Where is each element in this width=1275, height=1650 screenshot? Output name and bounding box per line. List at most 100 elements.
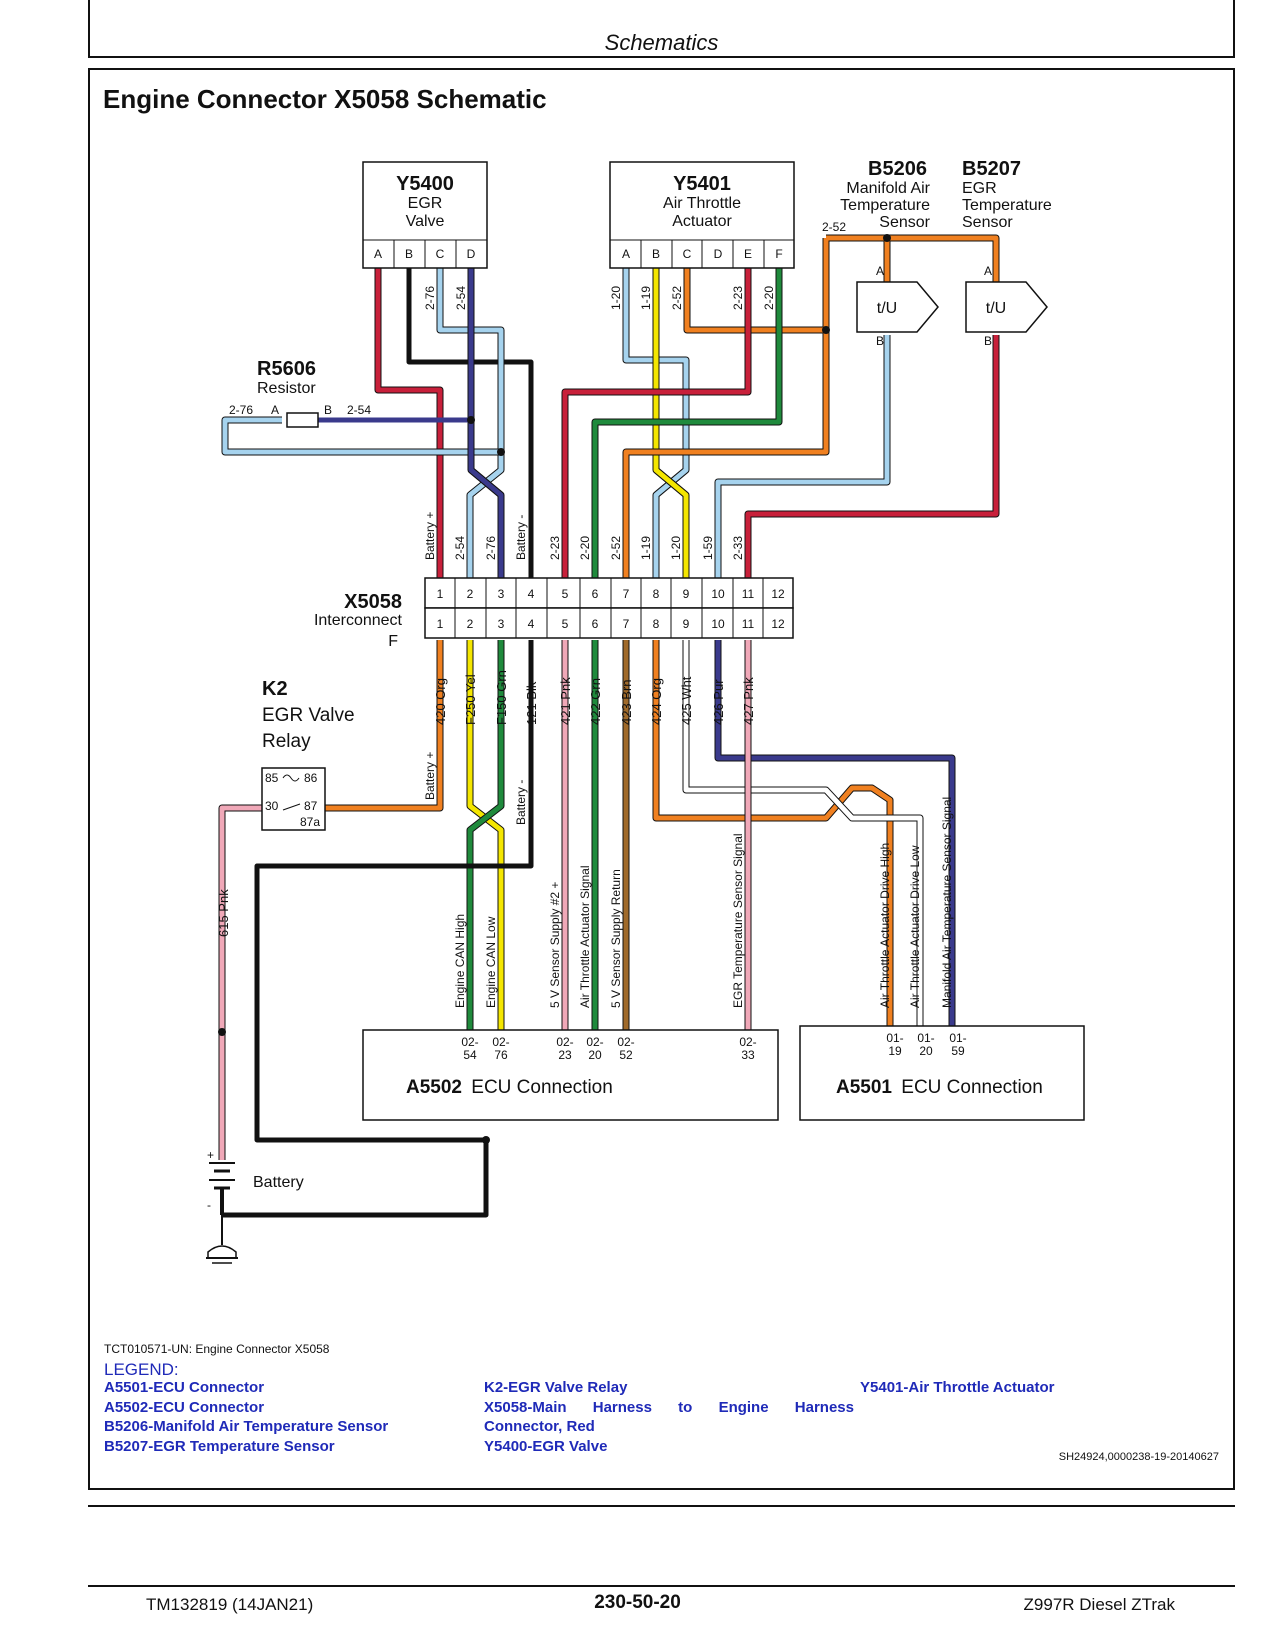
svg-text:A5502 ECU Connection: A5502 ECU Connection	[406, 1077, 613, 1098]
legend-item: B5207-EGR Temperature Sensor	[104, 1437, 335, 1455]
svg-text:8: 8	[653, 617, 660, 631]
svg-text:11: 11	[742, 587, 755, 601]
b5207-symbol: t/U	[986, 300, 1006, 317]
y5400-pin: C	[436, 247, 445, 261]
svg-text:4: 4	[528, 617, 535, 631]
wire-y5400-a-red	[374, 268, 444, 580]
legend-item: K2-EGR Valve Relay	[484, 1379, 628, 1396]
svg-text:1-19: 1-19	[639, 536, 653, 560]
wire-425-white	[682, 640, 924, 1030]
k2-ref: K2	[262, 678, 288, 700]
r5606-pin-b: B	[324, 403, 332, 417]
svg-text:Air Throttle Actuator Drive Lo: Air Throttle Actuator Drive Low	[908, 845, 922, 1008]
r5606-pin-a: A	[271, 403, 279, 417]
legend-item: Connector, Red	[484, 1418, 595, 1435]
wire-y5401-b-yellow	[652, 268, 690, 580]
svg-text:1-59: 1-59	[701, 536, 715, 560]
svg-text:-: -	[207, 1198, 211, 1212]
wire-y5400-d-navy	[318, 268, 505, 580]
y5401-pin: E	[744, 247, 752, 261]
svg-text:85: 85	[265, 771, 279, 785]
svg-text:2-23: 2-23	[548, 536, 562, 560]
a5502-pin: 02-54	[461, 1035, 478, 1062]
svg-text:A5501 ECU Connection: A5501 ECU Connection	[836, 1077, 1043, 1098]
b5206-name-3: Sensor	[879, 214, 930, 231]
svg-text:425 Wht: 425 Wht	[679, 676, 694, 725]
svg-text:9: 9	[683, 617, 690, 631]
svg-text:6: 6	[592, 587, 599, 601]
svg-text:F150 Grn: F150 Grn	[494, 670, 509, 725]
y5400-ref: Y5400	[396, 173, 454, 195]
b5206-name-2: Temperature	[840, 197, 930, 214]
b5207-name-1: EGR	[962, 180, 997, 197]
x5058-bottom-labels: 420 Org F250 Yel F150 Grn 121 Blk 421 Pn…	[216, 670, 756, 937]
x5058-connector: 1 2 3 4 5 6 7 8 9 10 11 12 1 2 3 4 5 6 7…	[314, 577, 794, 650]
a5501-name: ECU Connection	[901, 1077, 1043, 1098]
svg-text:Air Throttle Actuator Signal: Air Throttle Actuator Signal	[578, 865, 592, 1008]
wire-y5401-f-green	[591, 268, 783, 580]
y5401-pin: D	[714, 247, 723, 261]
y5401-pin: B	[652, 247, 660, 261]
a5501-pin: 01-19	[886, 1031, 903, 1058]
y5400-wire-label: 2-76	[423, 286, 437, 310]
legend-item: Y5401-Air Throttle Actuator	[860, 1379, 1055, 1396]
b5206-name-1: Manifold Air	[846, 180, 930, 197]
r5606-name: Resistor	[257, 380, 316, 397]
footer-page-number: 230-50-20	[594, 1592, 681, 1613]
a5502-signal-labels: Engine CAN High Engine CAN Low 5 V Senso…	[453, 833, 745, 1008]
legend-item: X5058-Main Harness to Engine Harness	[484, 1398, 854, 1416]
y5400-component: Y5400 EGR Valve A B C D 2-76 2-54	[362, 161, 488, 310]
a5502-pin: 02-33	[739, 1035, 756, 1062]
svg-text:10: 10	[711, 587, 725, 601]
b5207-ref: B5207	[962, 158, 1021, 180]
page-title: Engine Connector X5058 Schematic	[103, 84, 547, 114]
figure-frame	[88, 68, 1235, 1490]
wire-615-pink	[218, 804, 262, 1160]
k2-name-1: EGR Valve	[262, 705, 355, 726]
a5502-pin: 02-20	[586, 1035, 603, 1062]
b5206-wire-label: 2-52	[822, 220, 846, 234]
figure-id: SH24924,0000238-19-20140627	[1058, 1451, 1219, 1463]
a5502-pin: 02-76	[492, 1035, 509, 1062]
ground-icon	[206, 1215, 238, 1264]
legend-item: A5502-ECU Connector	[104, 1398, 265, 1416]
splice-dots	[218, 234, 891, 1144]
r5606-ref: R5606	[257, 358, 316, 380]
y5400-name-1: EGR	[408, 195, 443, 212]
svg-text:Engine CAN Low: Engine CAN Low	[484, 916, 498, 1008]
y5401-wire-label: 1-19	[639, 286, 653, 310]
svg-text:Manifold Air Temperature Senso: Manifold Air Temperature Sensor Signal	[940, 797, 954, 1008]
b5206-pin-b: B	[876, 334, 884, 348]
b5207-component: B5207 EGR Temperature Sensor A t/U B	[962, 158, 1052, 348]
wire-f150-green	[466, 640, 505, 1030]
svg-text:5 V Sensor Supply Return: 5 V Sensor Supply Return	[609, 869, 623, 1008]
x5058-top-labels: Battery + 2-54 2-76 Battery - 2-23 2-20 …	[423, 512, 745, 560]
y5401-pin: A	[622, 247, 630, 261]
footer-model: Z997R Diesel ZTrak	[1023, 1595, 1175, 1614]
legend-heading: LEGEND:	[104, 1360, 179, 1379]
a5502-ref: A5502	[406, 1077, 462, 1098]
svg-text:10: 10	[711, 617, 725, 631]
svg-text:Battery +: Battery +	[423, 512, 437, 560]
a5501-signal-labels: Air Throttle Actuator Drive High Air Thr…	[878, 797, 954, 1008]
a5501-pin: 01-59	[949, 1031, 966, 1058]
relay-wire-label: 615 Pnk	[216, 889, 231, 937]
legend-column-3: Y5401-Air Throttle Actuator	[860, 1378, 1054, 1398]
svg-text:EGR Temperature Sensor Signal: EGR Temperature Sensor Signal	[731, 833, 745, 1008]
svg-text:1: 1	[437, 617, 444, 631]
svg-text:3: 3	[498, 587, 505, 601]
svg-text:Engine CAN High: Engine CAN High	[453, 914, 467, 1008]
wire-y5401-c-orange	[622, 234, 1000, 580]
svg-text:2-20: 2-20	[578, 536, 592, 560]
svg-text:5: 5	[562, 617, 569, 631]
x5058-name: Interconnect	[314, 612, 403, 629]
svg-text:Air Throttle Actuator Drive Hi: Air Throttle Actuator Drive High	[878, 843, 892, 1008]
svg-text:F250 Yel: F250 Yel	[463, 674, 478, 725]
legend-column-1: A5501-ECU Connector A5502-ECU Connector …	[104, 1378, 388, 1456]
svg-text:5: 5	[562, 587, 569, 601]
b5206-component: B5206 Manifold Air Temperature Sensor 2-…	[822, 158, 939, 348]
footer-manual-id: TM132819 (14JAN21)	[146, 1595, 314, 1614]
r5606-component: R5606 Resistor 2-76 A B 2-54	[229, 358, 371, 428]
header-frame: Schematics	[88, 0, 1235, 58]
